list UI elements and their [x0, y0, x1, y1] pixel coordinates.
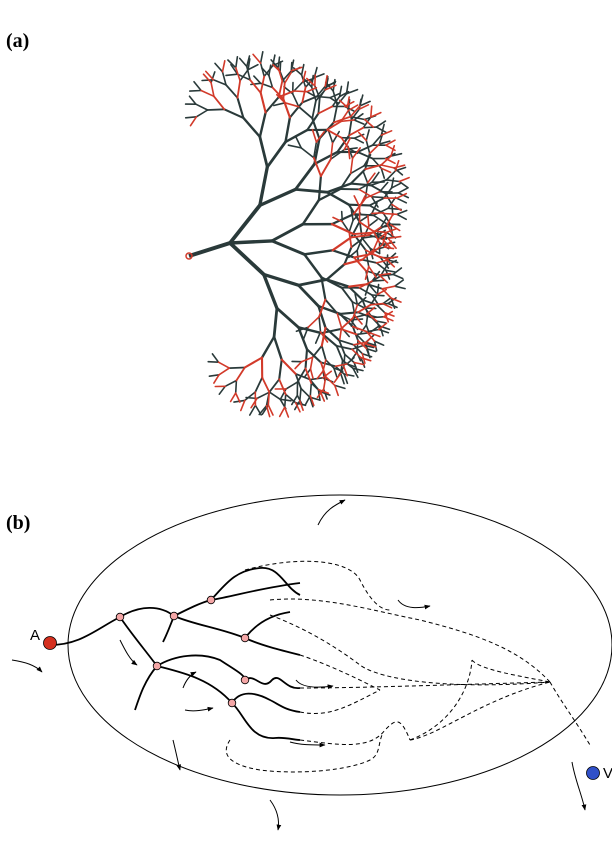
junction-node [207, 596, 215, 604]
junction-node [241, 634, 249, 642]
solid-branches [50, 568, 300, 740]
node-v [587, 767, 600, 780]
junction-node [170, 612, 178, 620]
junction-node [116, 613, 124, 621]
node-a-label: A [30, 627, 40, 644]
flow-arrows [12, 500, 585, 830]
junction-node [153, 662, 161, 670]
boundary-ellipse [68, 495, 612, 795]
dashed-branches [226, 561, 590, 772]
junction-node [241, 676, 249, 684]
node-v-label: V [603, 765, 612, 782]
node-a [44, 637, 57, 650]
junction-node [228, 699, 236, 707]
